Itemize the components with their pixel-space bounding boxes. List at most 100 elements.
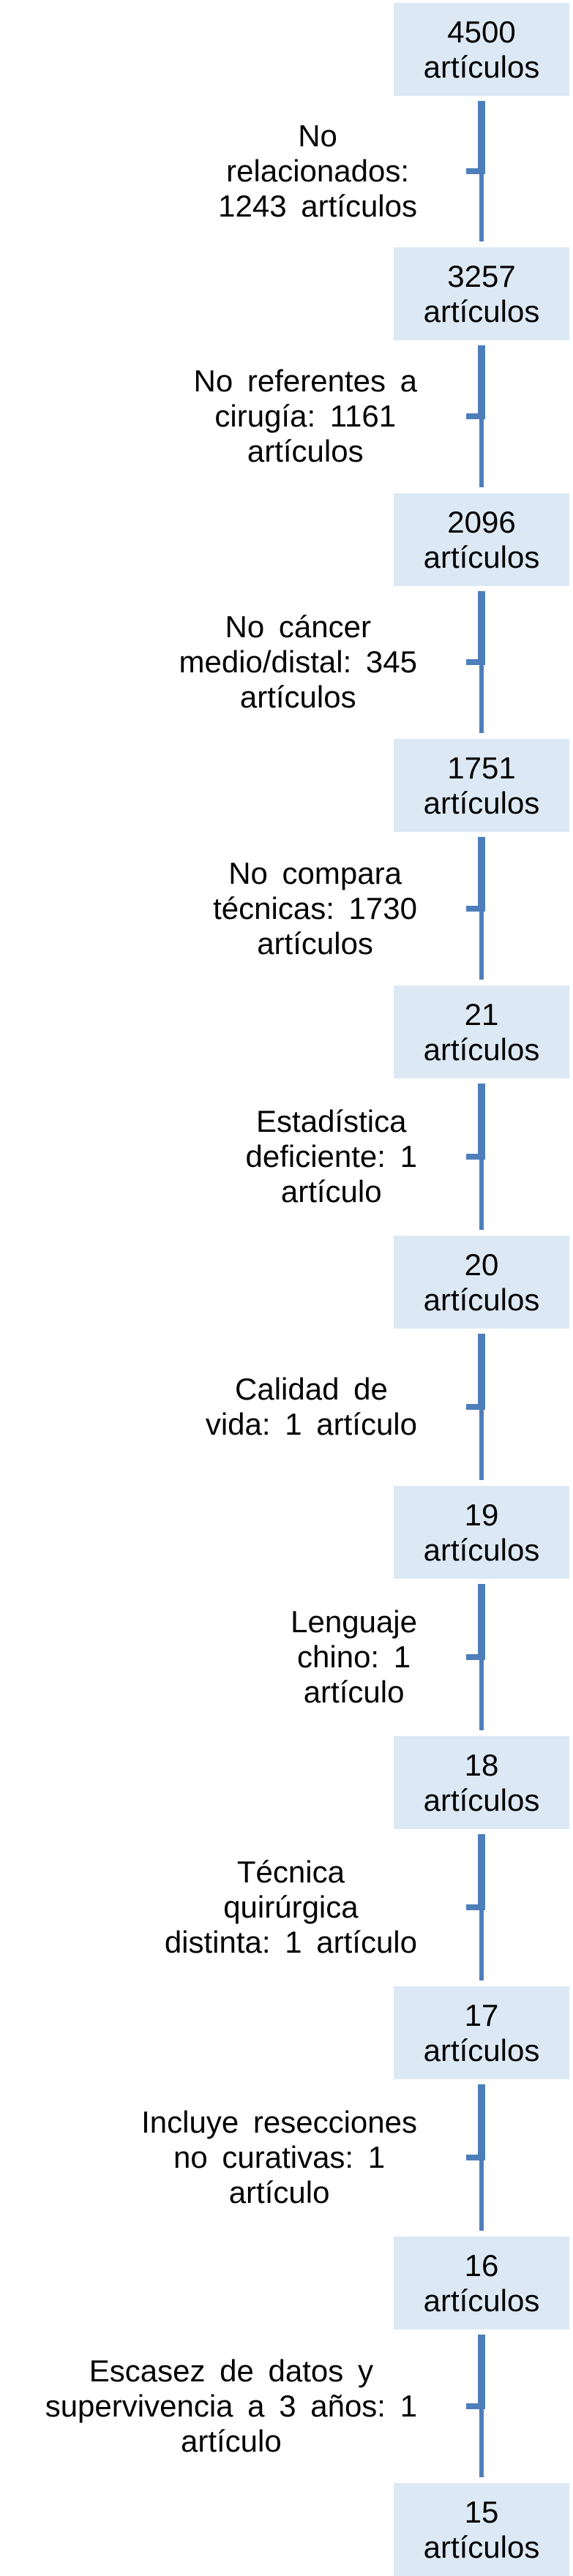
connector-line-lower — [479, 1410, 484, 1480]
connector-tick — [466, 168, 485, 174]
box-unit: artículos — [423, 1532, 540, 1567]
box-count: 1751 — [447, 750, 516, 785]
box-count: 2096 — [447, 504, 516, 539]
exclusion-line: Lenguaje — [291, 1604, 417, 1639]
connector-line-upper — [478, 1834, 485, 1910]
exclusion-line: Escasez de datos y — [89, 2354, 373, 2388]
connector-line-upper — [478, 2335, 485, 2409]
box-count: 3257 — [447, 258, 516, 293]
connector-line-upper — [478, 101, 485, 174]
exclusion-line: cirugía: 1161 — [214, 399, 397, 433]
connector-line-lower — [479, 1910, 484, 1980]
connector-line-lower — [479, 2160, 484, 2231]
connector-line-lower — [479, 174, 484, 241]
exclusion-line: Calidad de — [235, 1372, 388, 1406]
exclusion-line: técnicas: 1730 — [213, 891, 417, 925]
exclusion-line: No — [298, 119, 337, 153]
exclusion-line: chino: 1 — [297, 1640, 411, 1674]
connector-line-upper — [478, 345, 485, 419]
exclusion-line: No compara — [228, 856, 402, 890]
connector-line-lower — [479, 665, 484, 733]
exclusion-line: artículos — [257, 926, 373, 961]
box-count: 15 — [464, 2494, 499, 2529]
box-unit: artículos — [423, 1782, 540, 1817]
connector-tick — [466, 1654, 485, 1660]
connector-tick — [466, 659, 485, 665]
connector-line-lower — [479, 419, 484, 487]
connector-line-upper — [478, 1334, 485, 1410]
connector-tick — [466, 1154, 485, 1160]
connector-tick — [466, 1404, 485, 1410]
box-count: 19 — [464, 1497, 499, 1532]
box-unit: artículos — [423, 2283, 540, 2318]
box-count: 20 — [464, 1247, 499, 1282]
connector-tick — [466, 906, 485, 912]
exclusion-line: Técnica — [236, 1855, 345, 1889]
exclusion-line: no curativas: 1 — [173, 2140, 386, 2174]
connector-line-upper — [478, 2084, 485, 2160]
exclusion-line: No referentes a — [193, 364, 418, 398]
exclusion-line: artículos — [247, 434, 364, 468]
box-unit: artículos — [423, 293, 540, 328]
box-count: 17 — [464, 1997, 499, 2032]
box-count: 21 — [464, 996, 499, 1032]
connector-line-upper — [478, 591, 485, 665]
exclusion-line: medio/distal: 345 — [179, 645, 417, 679]
box-unit: artículos — [423, 2032, 540, 2068]
exclusion-line: artículo — [280, 1174, 382, 1209]
exclusion-line: artículo — [228, 2175, 330, 2209]
exclusion-line: artículo — [303, 1675, 405, 1709]
box-unit: artículos — [423, 49, 540, 84]
connector-line-upper — [478, 1084, 485, 1160]
exclusion-line: vida: 1 artículo — [205, 1407, 417, 1441]
exclusion-line: No cáncer — [225, 609, 371, 644]
exclusion-line: artículos — [239, 680, 356, 714]
connector-line-upper — [478, 837, 485, 912]
connector-line-upper — [478, 1584, 485, 1660]
box-unit: artículos — [423, 2529, 540, 2564]
connector-line-lower — [479, 2409, 484, 2477]
connector-tick — [466, 413, 485, 419]
box-count: 18 — [464, 1747, 499, 1782]
box-unit: artículos — [423, 1032, 540, 1067]
box-count: 16 — [464, 2248, 499, 2283]
exclusion-line: deficiente: 1 — [245, 1139, 418, 1174]
exclusion-line: artículo — [180, 2424, 282, 2458]
connector-line-lower — [479, 912, 484, 980]
box-unit: artículos — [423, 1282, 540, 1317]
box-unit: artículos — [423, 539, 540, 574]
connector-line-lower — [479, 1660, 484, 1730]
box-count: 4500 — [447, 14, 516, 49]
exclusion-line: supervivencia a 3 años: 1 — [45, 2389, 417, 2423]
connector-line-lower — [479, 1160, 484, 1230]
exclusion-line: Estadística — [256, 1104, 407, 1138]
exclusion-line: Incluye resecciones — [141, 2105, 417, 2139]
connector-tick — [466, 2403, 485, 2409]
connector-tick — [466, 2155, 485, 2160]
exclusion-line: relacionados: — [226, 154, 409, 188]
exclusion-line: distinta: 1 artículo — [164, 1925, 417, 1959]
exclusion-line: 1243 artículos — [218, 189, 417, 223]
box-unit: artículos — [423, 785, 540, 820]
